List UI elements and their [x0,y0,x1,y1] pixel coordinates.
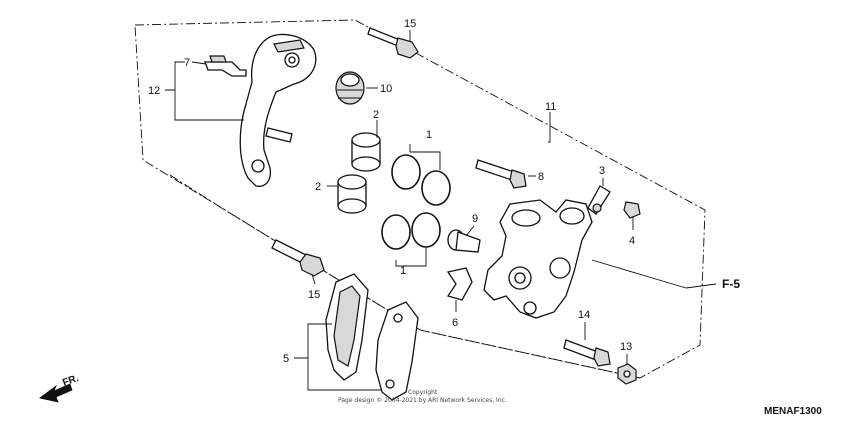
brake-pad-outer [375,301,419,401]
callout-2-top: 2 [373,109,379,121]
callout-4: 4 [629,235,635,247]
slide-bolt [563,339,611,367]
callout-1-top: 1 [426,129,432,141]
piston-upper [351,132,381,172]
callout-12: 12 [148,85,160,97]
piston-seal-set-lower [381,212,441,250]
callout-10: 10 [380,83,392,95]
piston-seal-set-upper [391,154,451,206]
mounting-bolt-bottom [271,239,325,277]
callout-2-left: 2 [315,181,321,193]
piston-lower [337,174,367,214]
callout-5: 5 [283,353,289,365]
bleeder-valve [587,185,611,215]
leader-lines [165,30,717,391]
slide-pin [475,159,527,189]
brake-pad-inner [325,273,369,381]
front-direction-arrow [39,383,73,403]
pin-bolt [447,229,481,253]
callout-15-bottom: 15 [308,289,320,301]
dust-boot [335,71,365,105]
callout-6: 6 [452,317,458,329]
callout-9: 9 [472,213,478,225]
direction-label: FR. [61,373,80,389]
diagram-code: MENAF1300 [764,406,822,417]
copyright-line-1: Copyright [408,389,438,396]
mounting-bolt-top [367,27,419,59]
copyright-line-2: Page design © 2004-2021 by ARI Network S… [338,397,507,404]
callout-3: 3 [599,165,605,177]
callout-11: 11 [545,101,556,113]
caliper-assembly-frame [134,19,706,379]
callout-7: 7 [184,57,190,69]
pad-spring [446,267,473,301]
callout-labels: 15 7 12 10 11 2 1 8 3 2 9 4 1 15 6 14 13… [61,18,822,417]
bleeder-cap [623,201,641,219]
callout-8: 8 [538,171,544,183]
reference-f5: F-5 [722,277,740,291]
callout-15-top: 15 [404,18,416,30]
nut [617,363,637,385]
callout-13: 13 [620,341,632,353]
caliper-bracket [239,33,317,187]
callout-14: 14 [578,309,590,321]
caliper-body [483,199,593,319]
pad-clip [204,55,247,77]
callout-1-bottom: 1 [400,265,406,277]
